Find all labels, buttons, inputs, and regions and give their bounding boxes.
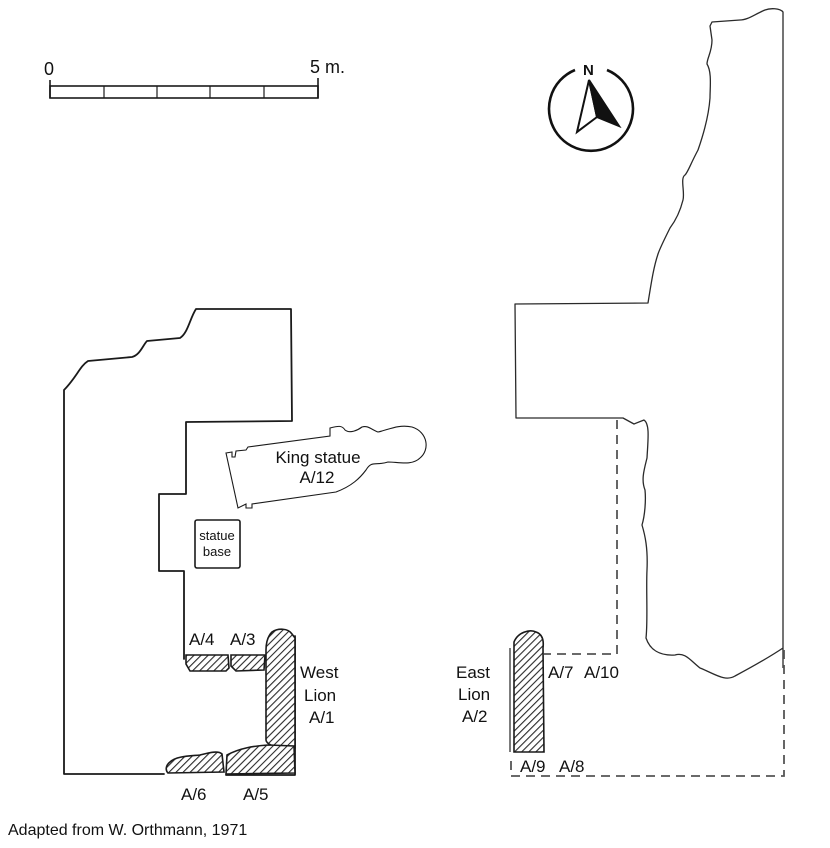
east-lion-id: A/2	[462, 707, 488, 726]
arrow-right-half	[588, 79, 622, 129]
scale-bar-frame	[49, 85, 319, 99]
label-a10: A/10	[584, 663, 619, 682]
label-a8: A/8	[559, 757, 585, 776]
scale-end-label: 5 m.	[310, 57, 345, 77]
label-a7: A/7	[548, 663, 574, 682]
east-dashed-line-vertical	[544, 420, 618, 655]
compass-circle	[547, 68, 635, 153]
scale-start-label: 0	[44, 59, 54, 79]
statue-base-label-2: base	[203, 544, 231, 559]
source-credit: Adapted from W. Orthmann, 1971	[8, 822, 248, 839]
west-lion-id: A/1	[309, 708, 335, 727]
king-statue-id: A/12	[300, 468, 335, 487]
king-statue-label: King statue	[275, 448, 360, 467]
orthostat-a4	[185, 654, 230, 672]
east-wall-outline	[514, 8, 784, 679]
north-label: N	[583, 62, 594, 79]
label-a5: A/5	[243, 785, 269, 804]
west-lion-a1	[265, 628, 296, 750]
west-lion-label-2: Lion	[304, 686, 336, 705]
label-a4: A/4	[189, 630, 215, 649]
scale-bar: 0 5 m.	[44, 57, 345, 99]
east-lion-label-1: East	[456, 663, 490, 682]
east-lion-a2	[513, 630, 545, 753]
orthostat-a6	[165, 751, 225, 774]
east-dashed-line-right	[510, 650, 785, 777]
west-lion-label-1: West	[300, 663, 339, 682]
north-arrow-icon: N	[547, 62, 635, 153]
label-a6: A/6	[181, 785, 207, 804]
statue-base	[194, 519, 241, 569]
west-wall-outline	[63, 308, 293, 775]
statue-base-label-1: statue	[199, 528, 234, 543]
label-a3: A/3	[230, 630, 256, 649]
orthostat-a5	[225, 744, 296, 775]
east-lion-label-2: Lion	[458, 685, 490, 704]
king-statue-outline	[225, 425, 427, 509]
label-a9: A/9	[520, 757, 546, 776]
orthostat-a3	[230, 654, 266, 672]
